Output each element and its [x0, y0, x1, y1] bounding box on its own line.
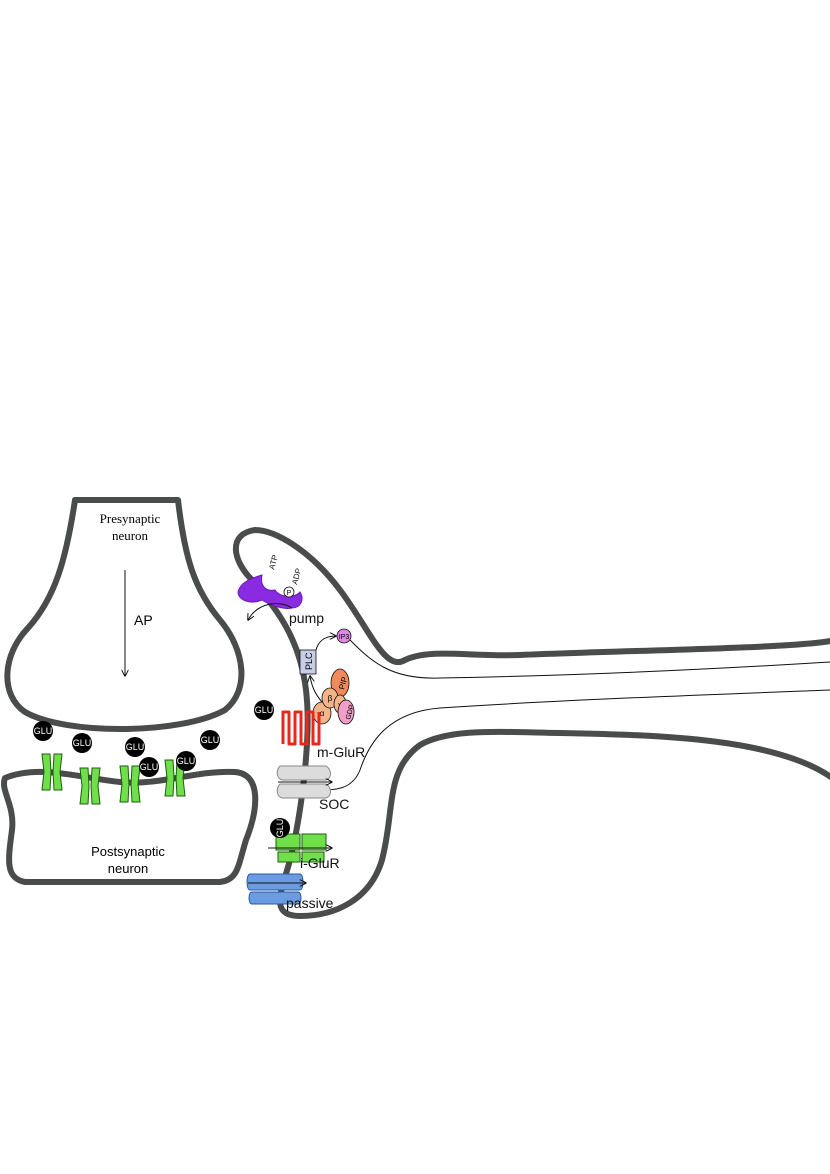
glu-molecule: GLU	[125, 737, 145, 757]
postsynaptic-label-line1: Postsynaptic	[91, 844, 165, 859]
adp-label: ADP	[290, 567, 303, 585]
g-to-plc-arrow	[310, 676, 323, 703]
er-line-lower	[318, 689, 830, 790]
glu-molecule: GLU	[139, 757, 159, 777]
passive-label: passive	[286, 895, 334, 911]
postsynaptic-label-line2: neuron	[108, 861, 148, 876]
postsynaptic-neuron	[0, 768, 259, 885]
postsynaptic-receptor	[79, 767, 101, 805]
beta-label: β	[328, 694, 333, 703]
atp-label: ATP	[267, 554, 280, 571]
pip-label: PIP	[337, 676, 349, 691]
glu-molecule: GLU	[33, 721, 53, 741]
svg-text:GLU: GLU	[126, 742, 145, 752]
alpha-label: α	[320, 709, 325, 718]
svg-text:GLU: GLU	[255, 705, 274, 715]
er-line-upper	[349, 639, 830, 679]
soc-channel	[276, 765, 332, 799]
passive-channel	[246, 873, 306, 905]
svg-text:GLU: GLU	[34, 726, 53, 736]
plc-box	[299, 649, 317, 675]
ap-label: AP	[134, 612, 153, 628]
presynaptic-label-line1: Presynaptic	[100, 511, 161, 526]
svg-text:GLU: GLU	[177, 756, 196, 766]
glu-molecule: GLU	[72, 733, 92, 753]
svg-text:GLU: GLU	[73, 738, 92, 748]
phosphate-label: P	[287, 590, 292, 597]
astrocyte-membrane	[232, 527, 830, 919]
pump-arrow	[248, 603, 293, 620]
pump-label: pump	[289, 610, 324, 626]
svg-text:GLU: GLU	[275, 819, 285, 838]
mglur-receptor	[281, 710, 321, 746]
glu-molecule: GLU	[254, 700, 274, 720]
presynaptic-neuron	[4, 497, 245, 732]
plc-to-ip3-arrow	[315, 636, 336, 651]
glu-molecule: GLU	[270, 818, 290, 838]
svg-text:GLU: GLU	[201, 735, 220, 745]
mglur-label: m-GluR	[317, 744, 365, 760]
phosphate-icon	[283, 586, 295, 598]
glu-molecule: GLU	[176, 751, 196, 771]
ip3-label: IP3	[339, 634, 350, 641]
iglur-label: i-GluR	[300, 855, 340, 871]
soc-label: SOC	[319, 796, 349, 812]
gdp-label: GDP	[345, 704, 356, 721]
gdp-molecule	[337, 699, 355, 725]
ip3-molecule	[336, 628, 352, 644]
glu-molecule: GLU	[200, 730, 220, 750]
iglur-channel	[268, 833, 332, 863]
svg-text:GLU: GLU	[140, 762, 159, 772]
plc-label: PLC	[304, 652, 314, 670]
presynaptic-label-line2: neuron	[112, 528, 149, 543]
postsynaptic-receptor	[41, 753, 63, 791]
